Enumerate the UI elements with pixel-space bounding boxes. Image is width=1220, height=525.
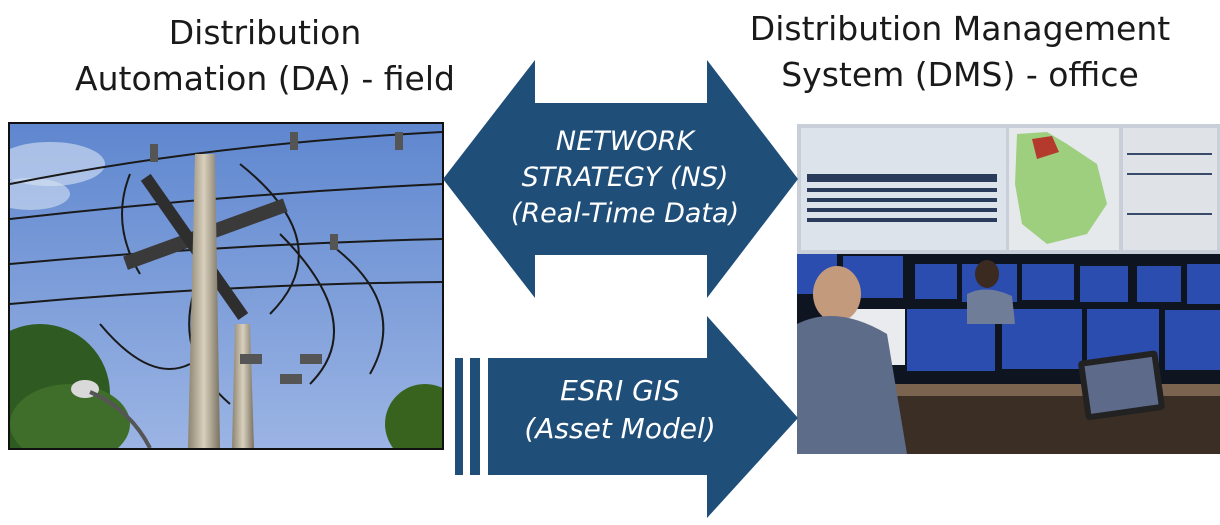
gis-arrow-stripe-2 xyxy=(470,358,480,475)
utility-pole-photo xyxy=(8,122,444,450)
gis-label-line2: (Asset Model) xyxy=(524,412,716,445)
esri-gis-label: ESRI GIS (Asset Model) xyxy=(500,372,740,448)
da-title-line2: Automation (DA) - field xyxy=(75,59,455,98)
network-strategy-label: NETWORK STRATEGY (NS) (Real-Time Data) xyxy=(470,124,780,232)
da-title-line1: Distribution xyxy=(168,13,362,52)
gis-label-line1: ESRI GIS xyxy=(560,374,680,407)
da-field-title: Distribution Automation (DA) - field xyxy=(0,10,530,102)
control-room-photo xyxy=(797,124,1220,454)
network-strategy-arrow xyxy=(443,60,798,298)
ns-label-line2: STRATEGY (NS) xyxy=(521,162,729,193)
ns-label-line1: NETWORK xyxy=(555,126,695,157)
dms-title-line1: Distribution Management xyxy=(749,9,1171,48)
esri-gis-arrow xyxy=(488,316,798,518)
dms-title-line2: System (DMS) - office xyxy=(781,55,1139,94)
gis-arrow-stripe-1 xyxy=(455,358,463,475)
dms-office-title: Distribution Management System (DMS) - o… xyxy=(700,6,1220,98)
ns-label-line3: (Real-Time Data) xyxy=(510,198,740,229)
